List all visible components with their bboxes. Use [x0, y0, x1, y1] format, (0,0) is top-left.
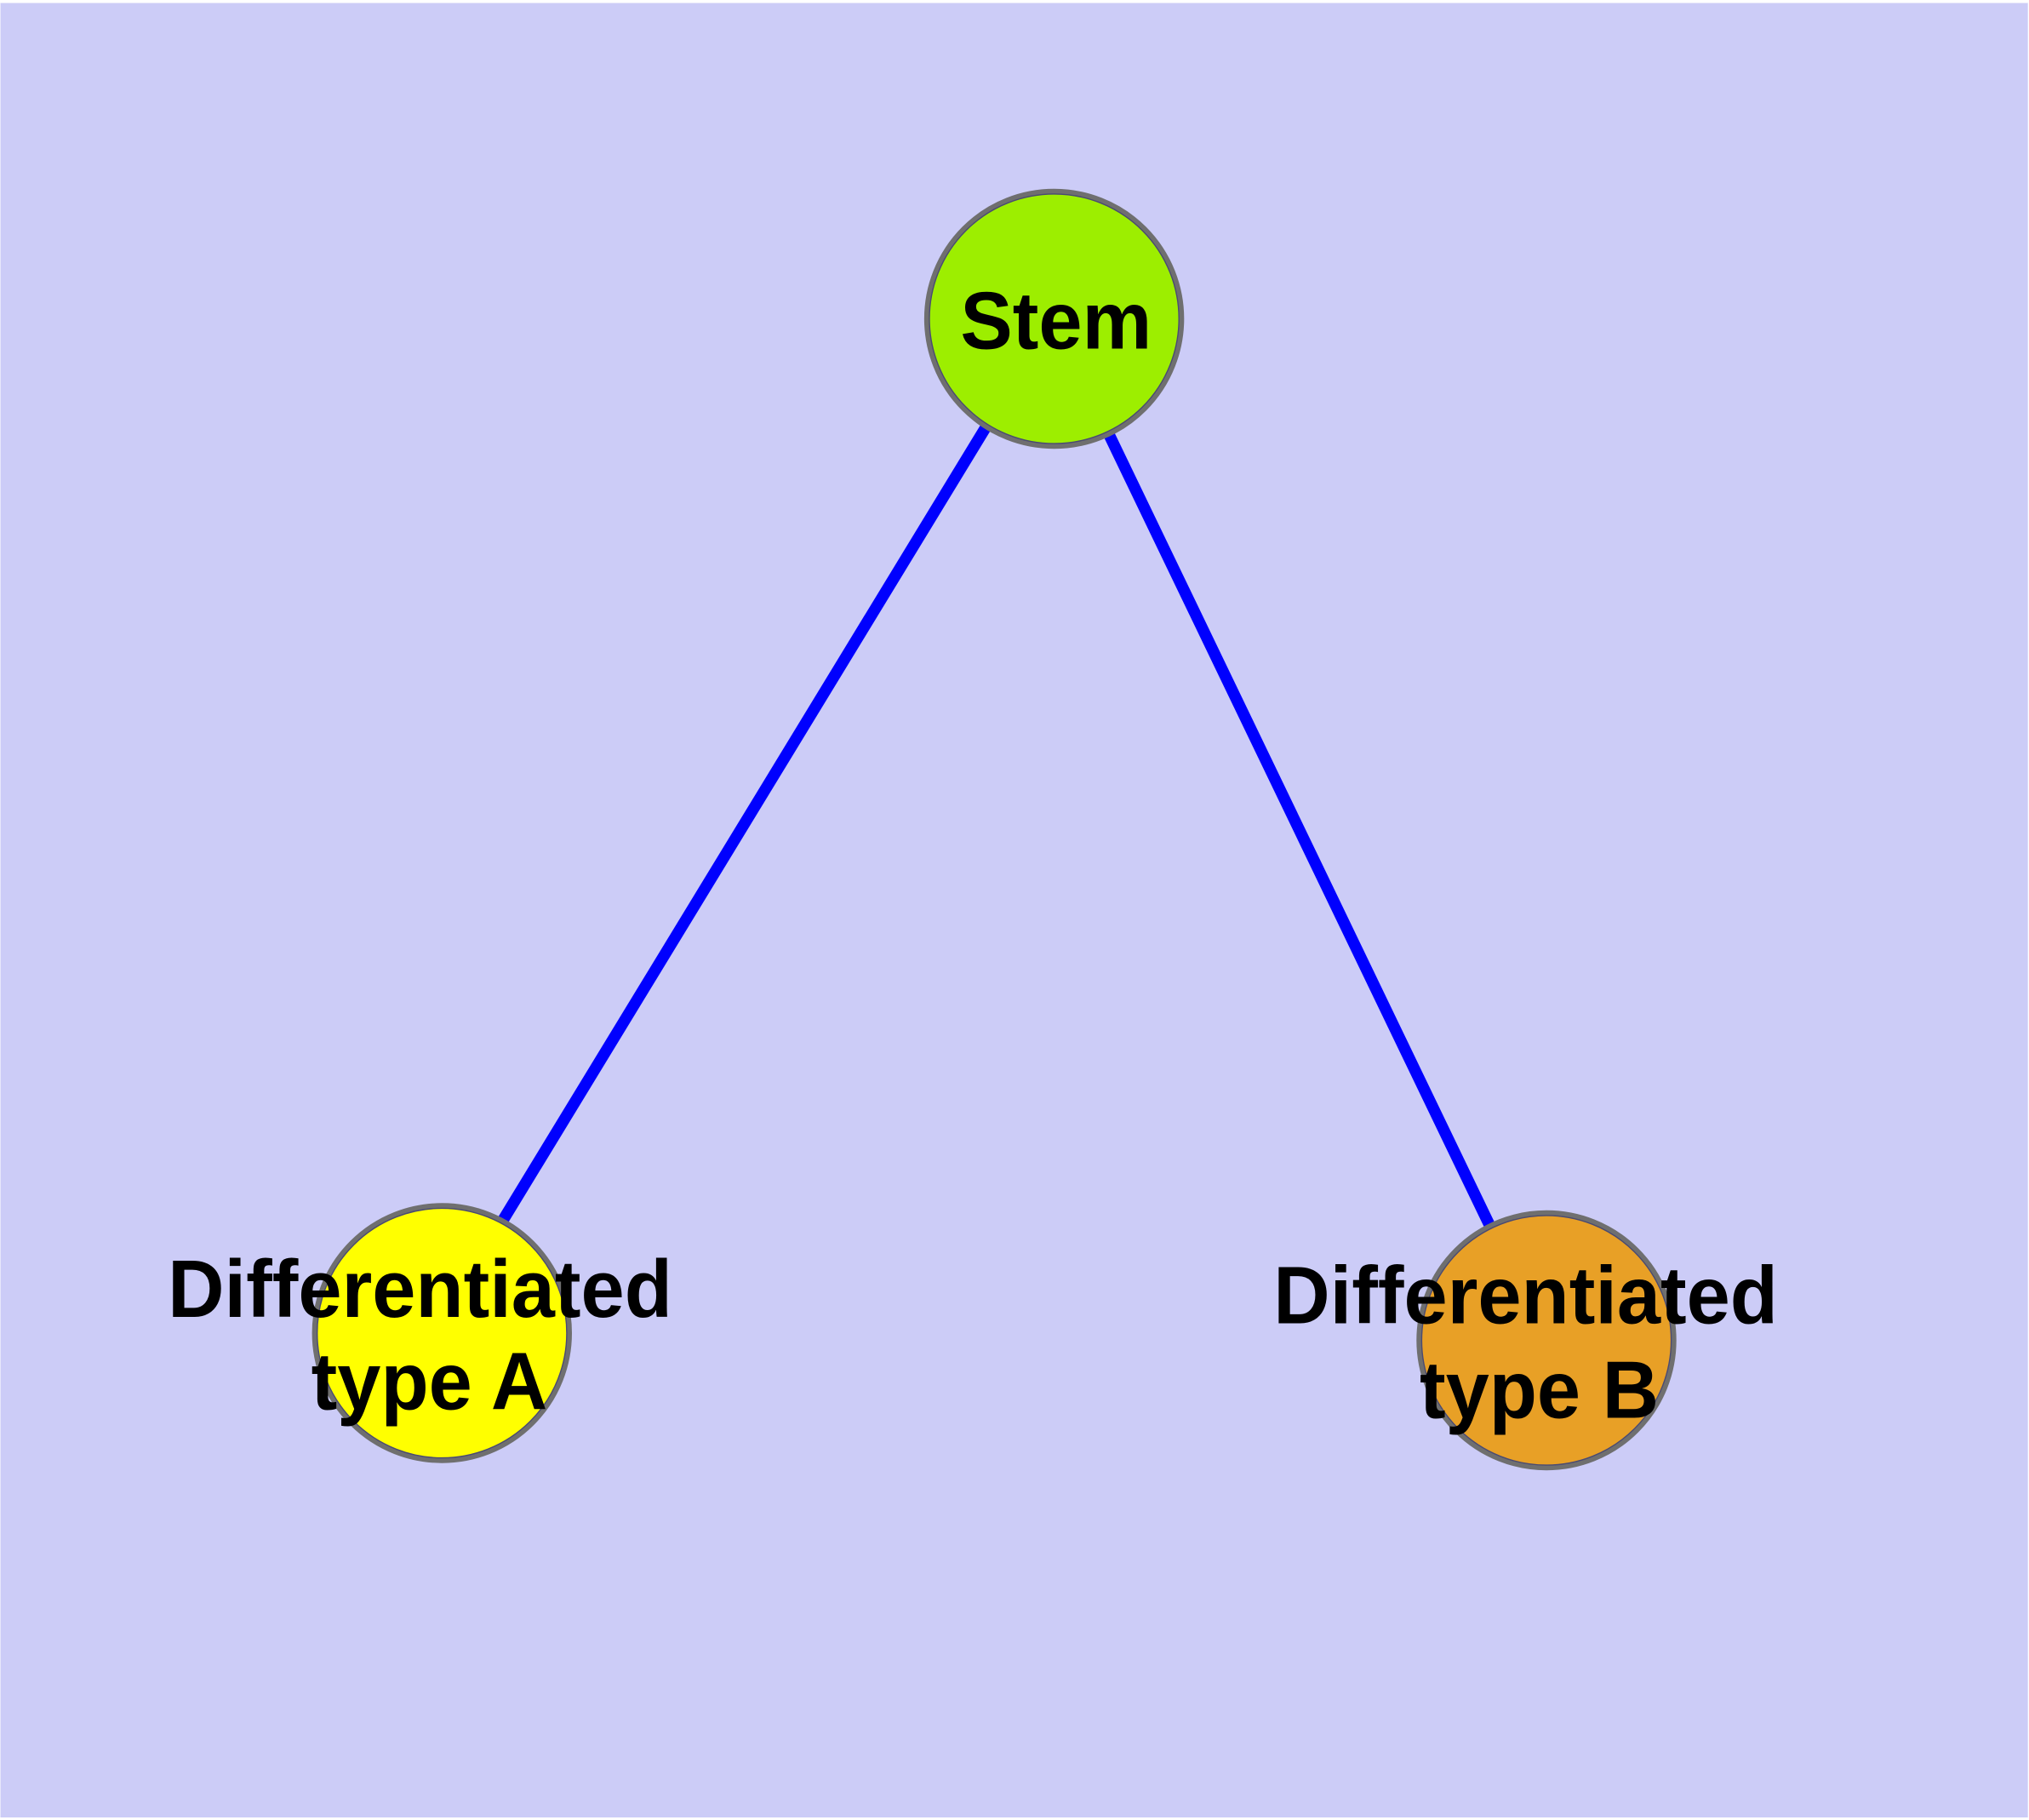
svg-text:type A: type A — [311, 1336, 548, 1427]
svg-text:Differentiated: Differentiated — [1273, 1249, 1778, 1340]
svg-text:Differentiated: Differentiated — [168, 1243, 672, 1334]
svg-text:Stem: Stem — [960, 275, 1152, 366]
svg-text:type B: type B — [1420, 1344, 1659, 1435]
